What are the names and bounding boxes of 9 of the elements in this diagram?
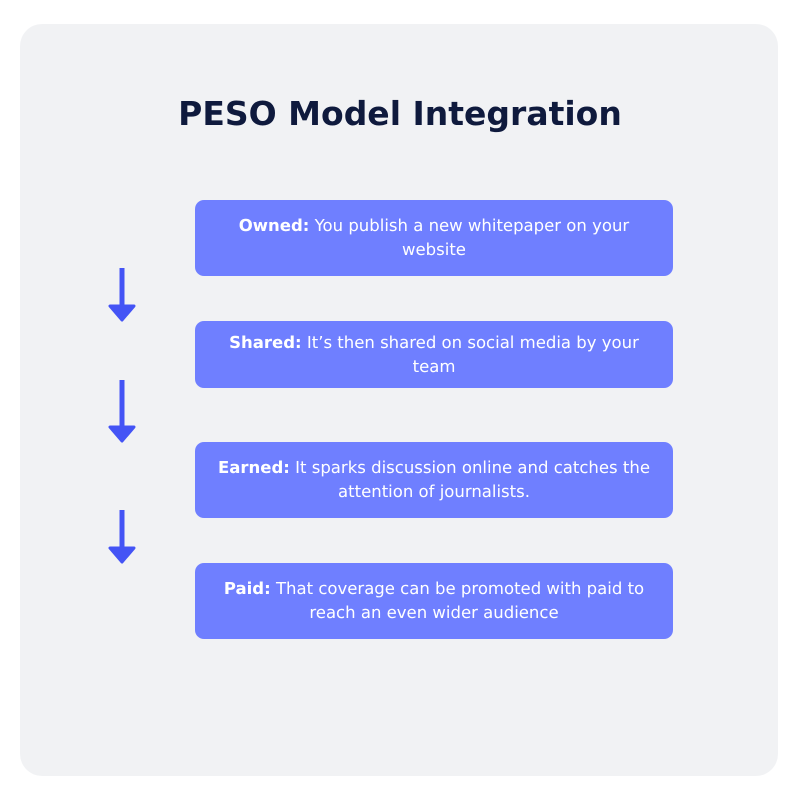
step-box bbox=[195, 442, 673, 518]
step-box bbox=[195, 321, 673, 388]
title: PESO Model Integration bbox=[177, 94, 623, 133]
step-text: Earned: It sparks discussion online and catches the attention of journalists. bbox=[217, 457, 651, 503]
step-text: Owned: You publish a new whitepaper on your website bbox=[238, 215, 630, 261]
step-text: Shared: It’s then shared on social media by your team bbox=[228, 332, 640, 378]
step-box bbox=[195, 563, 673, 639]
step-text: Paid: That coverage can be promoted with paid to reach an even wider audience bbox=[222, 578, 646, 624]
step-box bbox=[195, 200, 673, 276]
